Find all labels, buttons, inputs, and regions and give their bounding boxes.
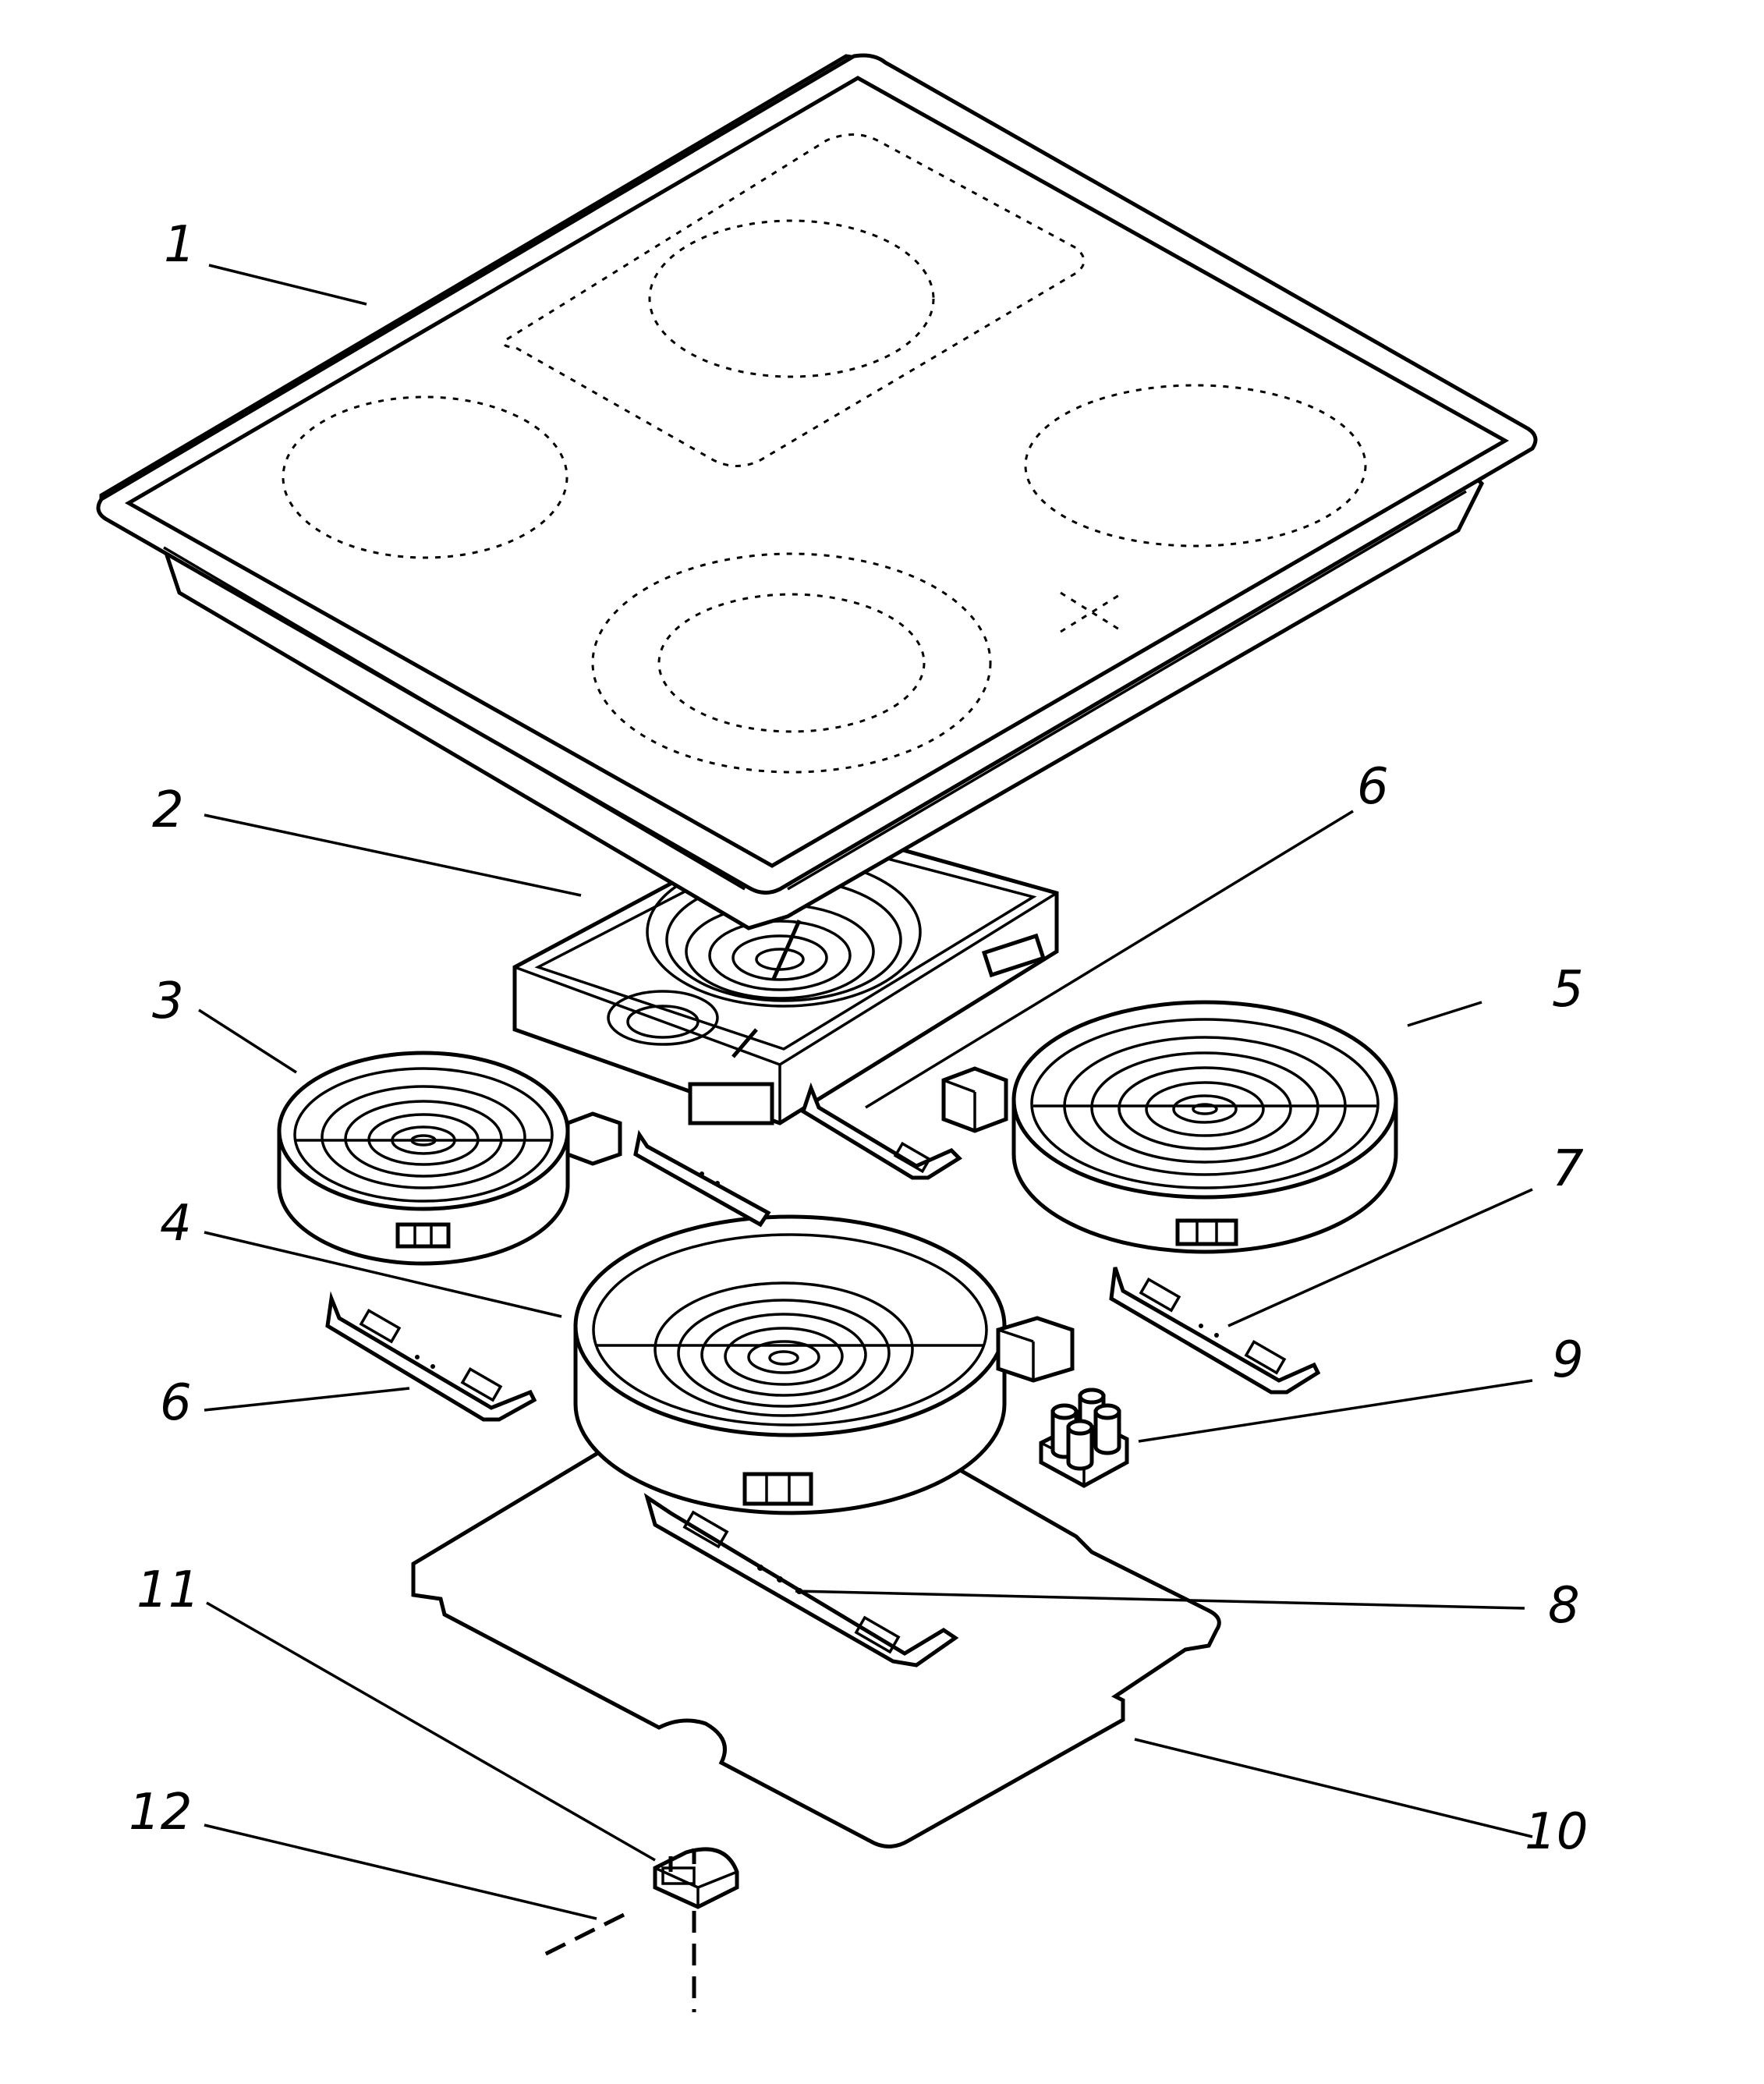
zone-right	[1024, 384, 1367, 548]
leader-9	[1138, 1379, 1533, 1443]
leader-4	[204, 1231, 562, 1318]
callout-11: 11	[136, 1561, 200, 1619]
leader-2	[204, 813, 582, 897]
callout-9: 9	[1552, 1331, 1584, 1389]
switch-11	[653, 1847, 739, 1909]
callout-2: 2	[152, 782, 184, 839]
leader-10	[1134, 1738, 1533, 1838]
callout-4: 4	[160, 1195, 192, 1253]
callout-10: 10	[1525, 1803, 1588, 1861]
zone-rear-inner	[648, 219, 935, 378]
callout-12: 12	[129, 1784, 192, 1841]
callout-3: 3	[152, 973, 184, 1030]
bracket-7	[1109, 1267, 1321, 1395]
screw-12	[537, 1911, 696, 2012]
leader-11	[206, 1601, 656, 1862]
callout-1: 1	[164, 216, 196, 274]
leader-lines	[198, 264, 1533, 1920]
zone-front-inner	[657, 593, 926, 733]
burner-3	[277, 1051, 622, 1266]
callout-5: 5	[1552, 961, 1584, 1019]
callout-7: 7	[1552, 1140, 1584, 1198]
leader-1	[208, 264, 367, 306]
leader-5	[1407, 1001, 1482, 1027]
glass-top	[96, 53, 1538, 930]
zone-left	[282, 395, 569, 559]
bracket-near-3	[633, 1129, 771, 1228]
leader-6-bottom	[204, 1387, 410, 1412]
leader-3	[198, 1008, 297, 1074]
callouts: 1 2 3 4 5 6 6 7 8 9 10 11 12	[129, 216, 1588, 1861]
zone-front-outer	[591, 552, 992, 774]
bracket-6-bottom	[325, 1291, 537, 1422]
leader-12	[204, 1824, 597, 1920]
base-plate	[411, 1409, 1221, 1848]
leader-6-top	[865, 810, 1354, 1109]
bracket-8	[643, 1493, 959, 1668]
bracket-6-top	[800, 1082, 962, 1180]
burner-4	[573, 1214, 1075, 1515]
callout-6-top: 6	[1357, 758, 1389, 816]
leader-7	[1227, 1188, 1533, 1327]
callout-8: 8	[1548, 1577, 1580, 1635]
callout-6-bottom: 6	[160, 1374, 192, 1432]
connector-9	[1039, 1388, 1129, 1488]
leader-8	[795, 1590, 1525, 1610]
burner-5	[941, 1000, 1398, 1254]
